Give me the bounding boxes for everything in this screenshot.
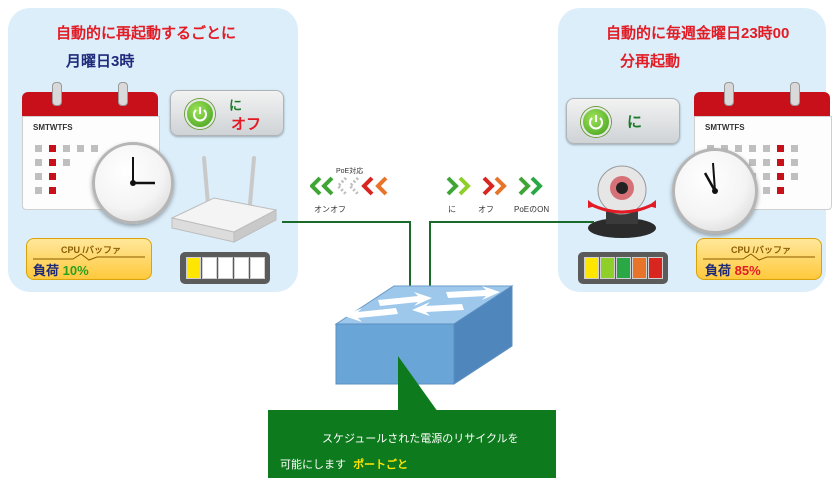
callout-line2-highlight: ポートごと bbox=[353, 459, 409, 471]
right-load-title: CPU /バッファ bbox=[731, 245, 792, 255]
left-load-title: CPU /バッファ bbox=[61, 245, 122, 255]
ip-camera-icon bbox=[580, 160, 664, 242]
right-load-indicator: CPU /バッファ 負荷 85% bbox=[696, 238, 822, 280]
right-calendar-days: SMTWTFS bbox=[705, 123, 745, 132]
left-power-status: に オフ bbox=[170, 90, 284, 136]
left-title-line2: 月曜日3時 bbox=[66, 53, 135, 70]
network-switch-icon bbox=[334, 280, 514, 400]
left-power-state-line2: オフ bbox=[231, 116, 262, 133]
right-arrow-label-on: に bbox=[448, 205, 456, 214]
right-power-status: に bbox=[566, 98, 680, 144]
left-load-label: 負荷 bbox=[33, 263, 60, 278]
right-title-line2: 分再起動 bbox=[620, 53, 681, 70]
right-arrow-label-poe: PoEのON bbox=[514, 205, 550, 214]
right-power-state: に bbox=[627, 114, 643, 131]
right-load-value: 85% bbox=[734, 263, 761, 278]
right-chevron-arrows-icon bbox=[446, 176, 550, 196]
callout-line2-prefix: 可能にします bbox=[280, 459, 346, 471]
router-icon bbox=[168, 152, 280, 244]
feature-callout: スケジュールされた電源のリサイクルを 可能にします ポートごと bbox=[268, 410, 556, 478]
left-title-line1: 自動的に再起動するごとに bbox=[56, 25, 237, 42]
left-load-bar bbox=[180, 252, 270, 284]
left-chevron-arrows-icon bbox=[309, 176, 394, 196]
poe-caption: PoE対応 bbox=[336, 168, 364, 175]
callout-pointer bbox=[398, 356, 438, 412]
callout-line1: スケジュールされた電源のリサイクルを bbox=[322, 433, 519, 445]
left-power-icon bbox=[185, 99, 215, 129]
right-load-bar bbox=[578, 252, 668, 284]
right-power-icon bbox=[581, 107, 611, 137]
left-load-indicator: CPU /バッファ 負荷 10% bbox=[26, 238, 152, 280]
right-load-label: 負荷 bbox=[705, 263, 732, 278]
left-arrow-label: オンオフ bbox=[314, 205, 346, 214]
right-clock-icon bbox=[672, 148, 758, 234]
left-clock-icon bbox=[92, 142, 174, 224]
right-arrow-label-off: オフ bbox=[478, 205, 494, 214]
right-title-line1: 自動的に毎週金曜日23時00 bbox=[606, 25, 790, 42]
left-power-state-line1: に bbox=[229, 98, 243, 113]
left-calendar-days: SMTWTFS bbox=[33, 123, 73, 132]
left-load-value: 10% bbox=[62, 263, 89, 278]
